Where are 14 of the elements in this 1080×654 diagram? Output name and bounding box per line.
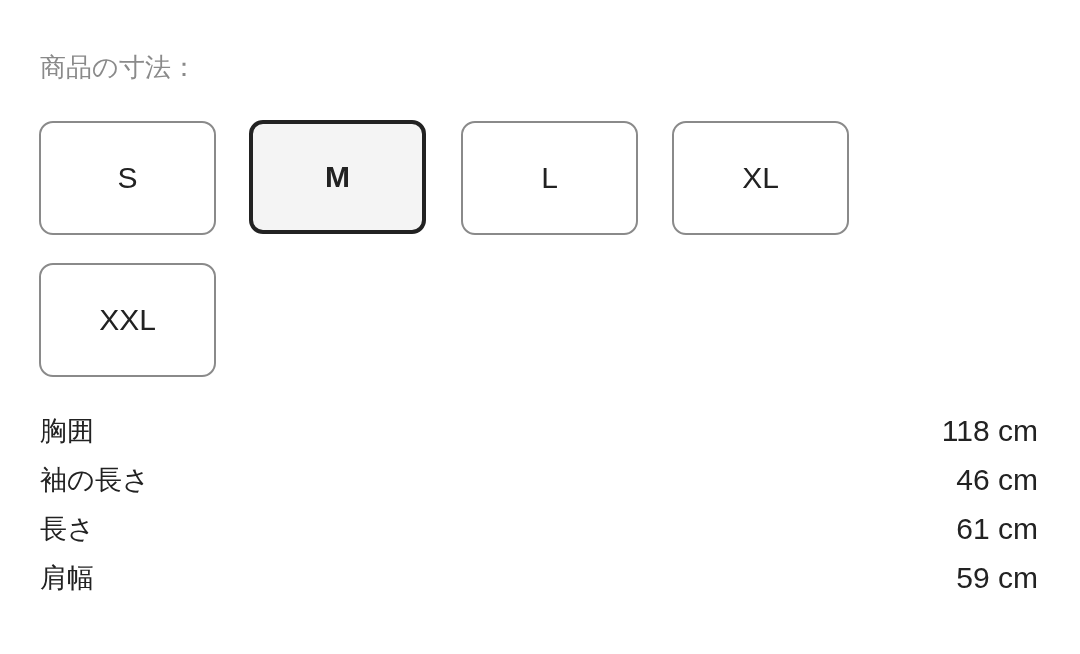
measurement-value: 118 cm bbox=[941, 414, 1038, 448]
measurement-label: 袖の長さ bbox=[40, 463, 150, 497]
measurement-value: 61 cm bbox=[956, 512, 1038, 546]
size-option: XXL bbox=[39, 263, 216, 377]
measurement-value: 59 cm bbox=[956, 561, 1038, 595]
measurement-label: 肩幅 bbox=[40, 561, 94, 595]
size-option: XL bbox=[672, 121, 849, 235]
section-heading: 商品の寸法： bbox=[40, 51, 197, 84]
measurement-value: 46 cm bbox=[956, 463, 1038, 497]
size-option: L bbox=[461, 121, 638, 235]
measurement-label: 長さ bbox=[40, 512, 95, 546]
selected-size-option: M bbox=[249, 120, 426, 234]
size-option: S bbox=[39, 121, 216, 235]
measurement-label: 胸囲 bbox=[40, 414, 94, 448]
